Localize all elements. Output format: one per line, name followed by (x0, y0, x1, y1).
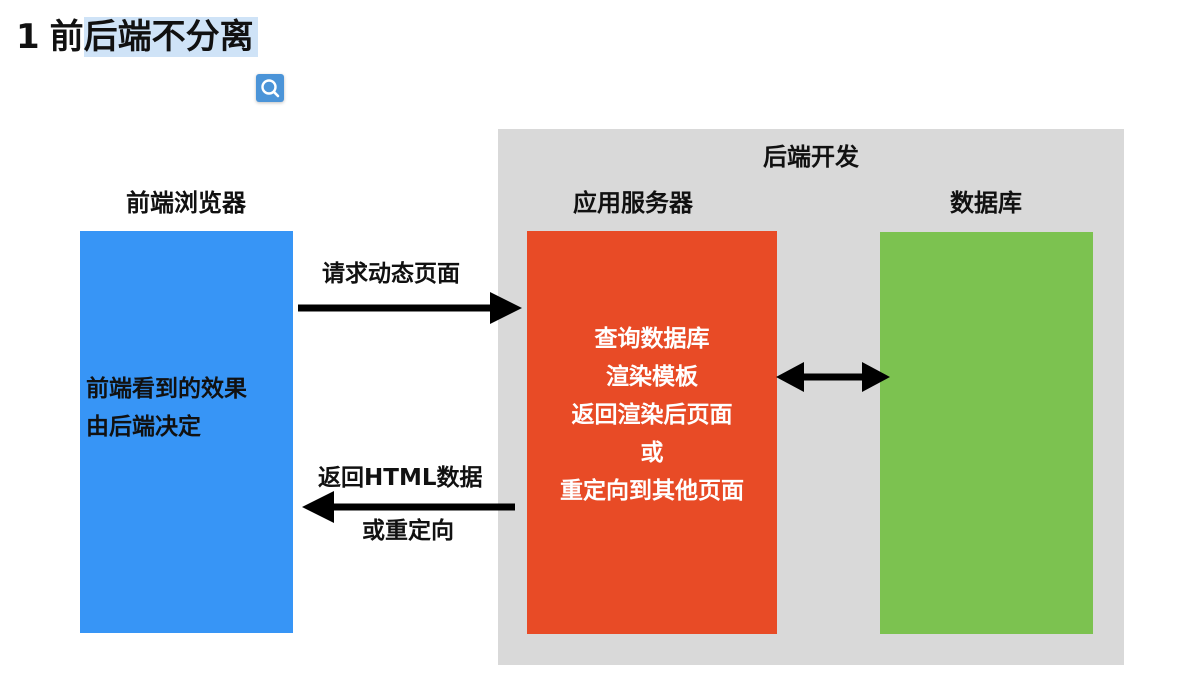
browser-box-text: 前端看到的效果 由后端决定 (86, 370, 247, 446)
app-server-label: 应用服务器 (573, 189, 693, 217)
browser-text-line: 由后端决定 (86, 414, 201, 440)
browser-text-line: 前端看到的效果 (86, 376, 247, 402)
request-label: 请求动态页面 (322, 261, 460, 287)
database-box (880, 232, 1093, 634)
app-server-box (527, 231, 777, 634)
app-text-line: 或 (640, 440, 664, 466)
app-server-box-text: 查询数据库 渲染模板 返回渲染后页面 或 重定向到其他页面 (527, 320, 777, 510)
response-label-line1: 返回HTML数据 (318, 465, 483, 491)
browser-label: 前端浏览器 (126, 189, 246, 217)
search-badge-button[interactable] (256, 74, 284, 102)
title-selected-text: 后端不分离 (83, 17, 258, 57)
title-first-char: 前 (49, 17, 84, 57)
app-text-line: 渲染模板 (606, 364, 698, 390)
database-label: 数据库 (950, 189, 1022, 217)
request-arrow (298, 292, 522, 324)
browser-box (80, 231, 293, 633)
app-text-line: 重定向到其他页面 (560, 478, 744, 504)
title-number: 1 (16, 17, 40, 57)
app-text-line: 返回渲染后页面 (571, 402, 733, 428)
search-icon (261, 79, 280, 98)
response-label-line2: 或重定向 (362, 518, 454, 544)
app-text-line: 查询数据库 (594, 326, 710, 352)
backend-group-label: 后端开发 (763, 143, 859, 171)
